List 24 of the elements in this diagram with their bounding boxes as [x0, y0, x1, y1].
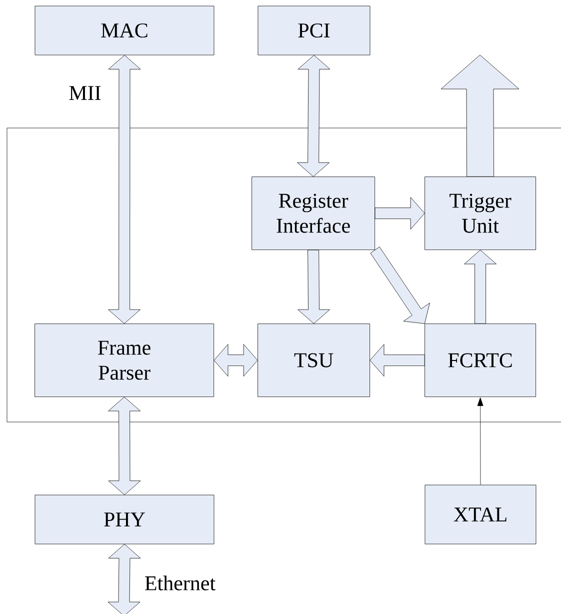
process-box: Register Interface: [252, 176, 375, 250]
arrow: [477, 397, 484, 485]
block-arrow: [297, 55, 330, 177]
process-box: PHY: [34, 494, 214, 544]
process-box: PCI: [258, 6, 370, 56]
block-arrow: [108, 544, 141, 614]
block-arrow: [464, 250, 496, 324]
process-box: XTAL: [424, 484, 536, 544]
system-box: [6, 128, 561, 422]
block-arrow: [108, 55, 141, 324]
block-arrow: [214, 344, 258, 376]
edge-label: MII: [68, 85, 102, 101]
process-box: MAC: [34, 6, 214, 56]
block-arrow: [440, 54, 520, 177]
block-arrow: [108, 396, 141, 495]
block-arrow: [374, 197, 425, 230]
process-box: Frame Parser: [34, 324, 214, 397]
process-box: Trigger Unit: [424, 176, 536, 250]
process-box: FCRTC: [424, 324, 536, 397]
block-arrow: [370, 344, 425, 376]
block-arrow: [370, 246, 430, 324]
block-arrow: [298, 250, 330, 324]
process-box: TSU: [258, 324, 370, 397]
edge-label: Ethernet: [143, 574, 217, 592]
